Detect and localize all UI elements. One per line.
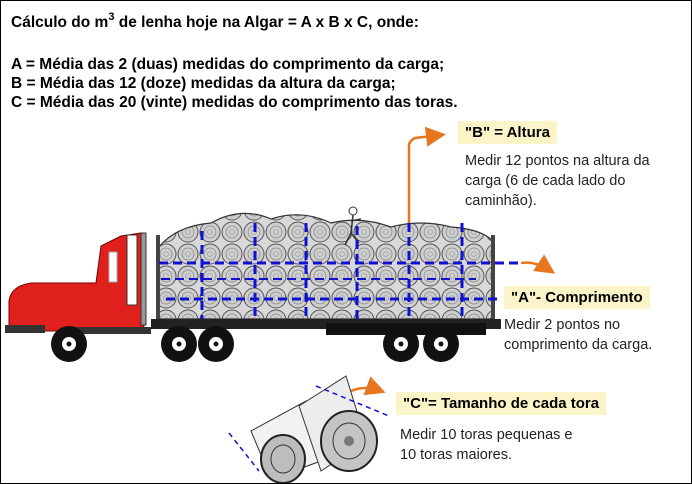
log-load [156,212,495,321]
label-b-height: "B" = Altura [458,121,557,144]
label-a-length: "A"- Comprimento [504,286,650,309]
desc-a: Medir 2 pontos no comprimento da carga. [504,317,653,353]
measurement-lines [159,223,519,319]
definition-c: C = Média das 20 (vinte) medidas do comp… [11,94,458,111]
label-c-log-size: "C"= Tamanho de cada tora [396,392,607,415]
definition-b: B = Média das 12 (doze) medidas da altur… [11,75,396,92]
annotation-arrows [350,126,556,396]
truck-cab [5,232,151,334]
loose-logs [228,375,390,483]
formula-title: Cálculo do m3 de lenha hoje na Algar = A… [11,11,419,31]
desc-c: Medir 10 toras pequenas e 10 toras maior… [400,427,573,463]
definition-a: A = Média das 2 (duas) medidas do compri… [11,56,445,73]
desc-b: Medir 12 pontos na altura da carga (6 de… [465,153,650,209]
wheels [51,326,459,362]
driver-figure [344,206,362,246]
